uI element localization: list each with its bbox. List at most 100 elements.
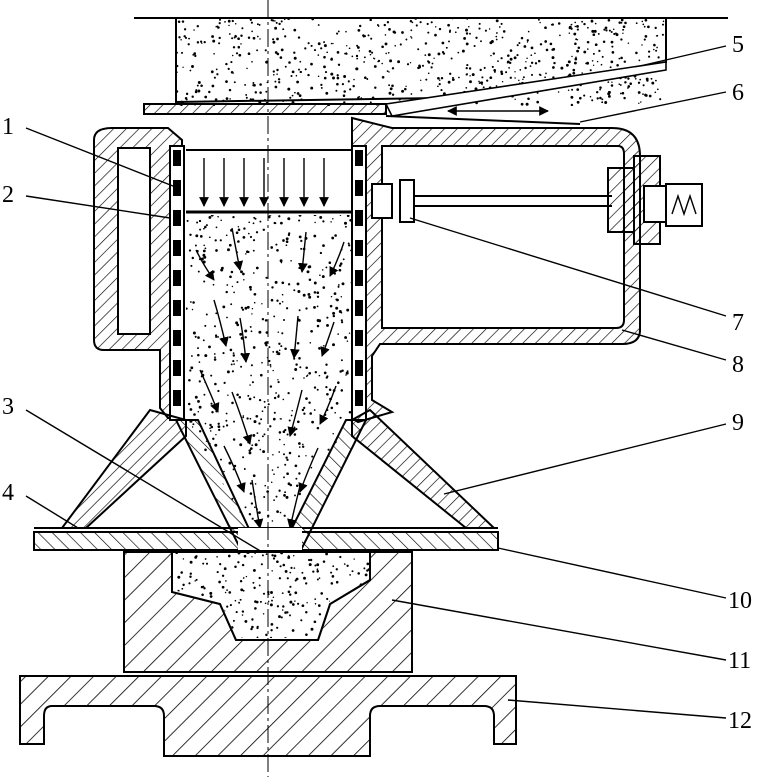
sand-grain: [251, 556, 253, 558]
sand-grain: [525, 61, 527, 63]
sand-grain: [298, 472, 301, 475]
sand-grain: [345, 371, 349, 375]
sand-grain: [287, 590, 291, 594]
sand-grain: [478, 82, 481, 85]
sand-grain: [381, 75, 385, 79]
sand-grain: [377, 59, 381, 63]
sand-grain: [245, 575, 248, 578]
sand-grain: [589, 69, 592, 72]
sand-grain: [287, 555, 290, 557]
sand-grain: [242, 589, 245, 592]
sand-grain: [253, 586, 256, 590]
sand-grain: [247, 52, 251, 56]
sand-grain: [316, 319, 320, 322]
sand-grain: [600, 63, 603, 66]
sand-grain: [634, 77, 637, 80]
sand-grain: [328, 261, 332, 264]
sand-grain: [278, 22, 281, 26]
sand-grain: [198, 405, 202, 409]
sand-grain: [337, 63, 341, 66]
sand-grain: [253, 396, 256, 399]
sand-grain: [290, 566, 293, 570]
sand-grain: [233, 420, 235, 423]
sand-grain: [276, 605, 280, 608]
sand-grain: [288, 451, 292, 455]
sliding-gate: [143, 61, 667, 125]
sand-grain: [294, 600, 296, 602]
sand-grain: [241, 610, 245, 613]
sand-grain: [268, 346, 271, 349]
sand-grain: [285, 244, 288, 247]
sand-grain: [291, 94, 294, 97]
sand-grain: [326, 316, 329, 319]
sand-grain: [495, 19, 499, 23]
sand-grain: [596, 60, 599, 63]
sand-grain: [262, 450, 266, 454]
sand-grain: [607, 19, 611, 22]
sand-grain: [245, 93, 248, 96]
sand-grain: [440, 76, 444, 80]
sand-grain: [387, 51, 390, 54]
sand-grain: [232, 352, 235, 355]
sand-grain: [325, 266, 328, 269]
sand-grain: [314, 221, 316, 224]
sand-grain: [583, 50, 587, 54]
sand-grain: [234, 565, 237, 568]
sand-grain: [278, 215, 281, 218]
sand-grain: [204, 247, 207, 250]
sand-grain: [371, 51, 374, 54]
callout-1: 1: [2, 114, 14, 140]
sand-grain: [223, 381, 226, 384]
sand-grain: [421, 64, 425, 67]
sand-grain: [313, 234, 317, 238]
sand-grain: [637, 91, 641, 94]
sand-grain: [451, 18, 454, 20]
sand-grain: [190, 264, 193, 267]
sand-grain: [437, 85, 439, 88]
sand-grain: [371, 96, 375, 100]
sand-grain: [176, 64, 179, 68]
sand-grain: [403, 18, 406, 19]
sand-grain: [288, 61, 291, 64]
sand-grain: [325, 363, 328, 366]
sand-grain: [604, 27, 607, 30]
sand-grain: [523, 45, 527, 48]
sand-grain: [530, 73, 534, 76]
sand-grain: [316, 426, 320, 430]
sand-grain: [235, 52, 239, 55]
vent-slit: [355, 150, 363, 166]
sand-grain: [278, 615, 281, 619]
sand-flow-arrow: [287, 389, 303, 437]
vent-slit: [173, 330, 181, 346]
sand-grain: [318, 613, 322, 616]
sand-grain: [611, 81, 613, 83]
sand-grain: [620, 56, 623, 60]
sand-grain: [300, 71, 302, 73]
sand-grain: [193, 506, 196, 509]
sand-grain: [655, 79, 657, 82]
sand-grain: [560, 66, 564, 70]
sand-grain: [242, 416, 245, 419]
sand-grain: [277, 395, 280, 398]
vent-slit: [173, 270, 181, 286]
sand-grain: [471, 73, 475, 77]
sand-grain: [318, 347, 321, 350]
sand-grain: [335, 306, 339, 310]
sand-grain: [225, 424, 229, 427]
sand-grain: [274, 80, 277, 83]
sand-grain: [201, 593, 204, 596]
sand-grain: [313, 409, 316, 411]
sand-grain: [469, 75, 471, 77]
sand-grain: [433, 57, 435, 60]
sand-grain: [252, 239, 256, 242]
sand-grain: [319, 251, 323, 255]
sand-grain: [386, 70, 389, 72]
sand-grain: [629, 82, 632, 85]
sand-grain: [645, 77, 649, 81]
sand-grain: [550, 23, 553, 26]
callout-2: 2: [2, 182, 14, 208]
sand-grain: [201, 42, 203, 44]
sand-grain: [619, 92, 622, 95]
sand-grain: [295, 577, 299, 581]
sand-grain: [465, 66, 468, 70]
